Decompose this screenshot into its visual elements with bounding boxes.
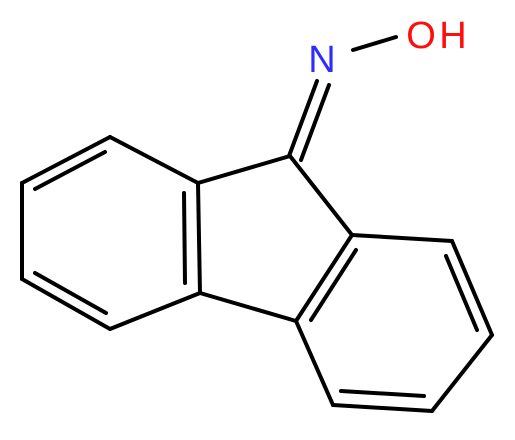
bond-left-2 [20,135,112,185]
oxygen-label: O [406,15,436,57]
bond-c4a-c4b [198,291,298,323]
bond-right-6 [294,233,354,323]
bond-right-3 [430,333,494,413]
bond-right-inner-a [444,254,479,332]
atom-labels: N O H [308,15,466,81]
nitrogen-label: N [308,39,335,81]
bond-n-o [351,35,398,52]
bond-left-inner-c [182,191,187,285]
hydrogen-label: H [439,15,466,57]
bond-c9-c8a [288,154,354,237]
bond-right-2 [450,239,494,337]
bond-c9-n-double-a [287,79,319,158]
bond-c9-c9a [196,154,292,185]
bond-left-inner-b [33,271,108,315]
bond-left-6 [196,181,202,295]
bond-right-4 [331,403,434,413]
bond-left-5 [108,291,202,331]
bond-right-5 [294,319,335,407]
bond-c9-n-double-b [299,83,331,162]
bonds [20,35,494,413]
bond-right-inner-c [309,248,358,322]
bond-left-4 [20,277,112,331]
bond-left-inner-a [33,150,107,191]
bond-right-inner-b [339,389,426,398]
bond-right-1 [350,233,454,243]
bond-left-1 [108,135,200,185]
